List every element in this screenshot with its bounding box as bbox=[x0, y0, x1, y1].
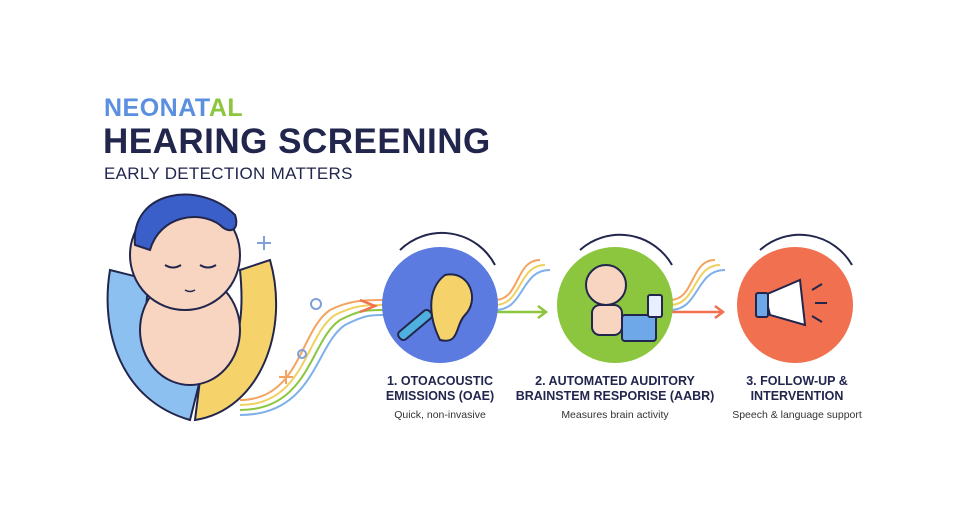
subtitle: EARLY DETECTION MATTERS bbox=[104, 164, 353, 183]
title-line2: HEARING SCREENING bbox=[103, 122, 491, 161]
aabr-icon bbox=[557, 233, 673, 363]
step-follow-up: 3. FOLLOW-UP & INTERVENTION Speech & lan… bbox=[732, 374, 862, 421]
decorations bbox=[257, 236, 322, 384]
sound-wave-path bbox=[239, 259, 726, 416]
baby-in-hands-illustration bbox=[106, 193, 278, 422]
title-line1: NEONATAL bbox=[104, 94, 244, 122]
megaphone-icon bbox=[737, 233, 853, 363]
oae-icon bbox=[382, 232, 498, 363]
step-oae: 1. OTOACOUSTIC EMISSIONS (OAE) Quick, no… bbox=[385, 374, 495, 421]
step-aabr: 2. AUTOMATED AUDITORY BRAINSTEM RESPORIS… bbox=[515, 374, 715, 421]
